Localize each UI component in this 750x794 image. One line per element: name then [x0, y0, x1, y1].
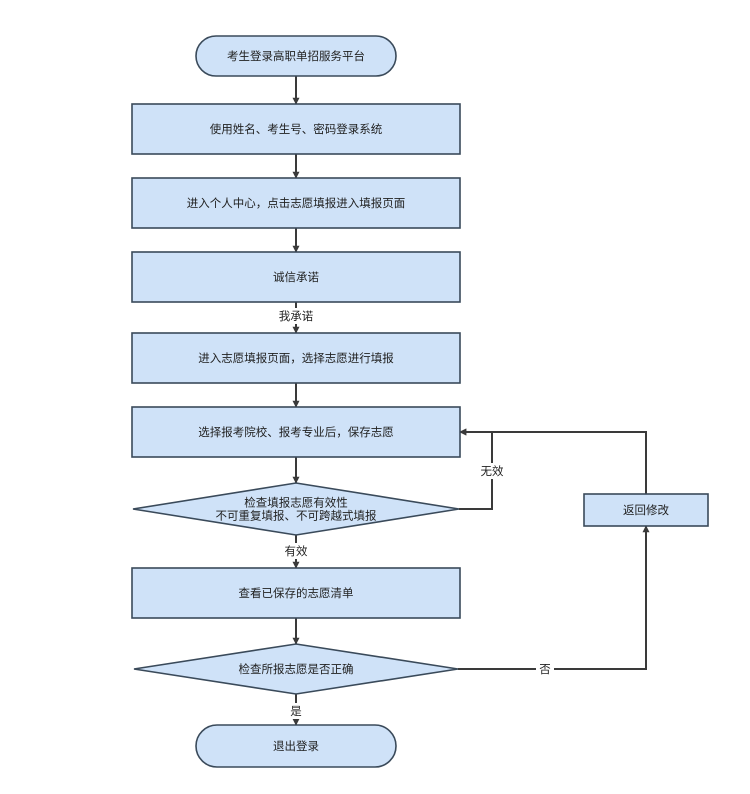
process-shape — [131, 567, 461, 619]
edge-check2-to-modify: 否 — [458, 525, 650, 677]
edge-modify-to-select — [459, 428, 647, 494]
node-label: 退出登录 — [273, 739, 319, 753]
edge-pledge-to-fill: 我承诺 — [275, 302, 317, 334]
process-shape — [583, 493, 709, 527]
node-fill: 进入志愿填报页面，选择志愿进行填报 — [131, 332, 461, 384]
terminal-shape — [195, 724, 397, 768]
nodes: 考生登录高职单招服务平台使用姓名、考生号、密码登录系统进入个人中心，点击志愿填报… — [131, 35, 709, 768]
process-shape — [131, 406, 461, 458]
edge-check1-to-select: 无效 — [459, 428, 507, 510]
decision-shape — [133, 643, 459, 695]
node-label: 检查填报志愿有效性 — [244, 496, 348, 510]
process-shape — [131, 332, 461, 384]
node-modify: 返回修改 — [583, 493, 709, 527]
edge-check2-to-logout: 是 — [287, 694, 305, 726]
edge-arrow — [459, 428, 647, 494]
node-label: 查看已保存的志愿清单 — [239, 586, 354, 600]
node-label: 使用姓名、考生号、密码登录系统 — [210, 122, 383, 136]
process-shape — [131, 103, 461, 155]
node-center: 进入个人中心，点击志愿填报进入填报页面 — [131, 177, 461, 229]
edge-arrow — [458, 525, 650, 670]
node-label: 检查所报志愿是否正确 — [239, 662, 354, 676]
edge-label-background — [536, 661, 554, 677]
node-label: 进入个人中心，点击志愿填报进入填报页面 — [187, 196, 406, 210]
edge-label-background — [287, 703, 305, 719]
node-login: 使用姓名、考生号、密码登录系统 — [131, 103, 461, 155]
node-view: 查看已保存的志愿清单 — [131, 567, 461, 619]
edge-label: 是 — [290, 704, 302, 718]
node-pledge: 诚信承诺 — [131, 251, 461, 303]
process-shape — [131, 251, 461, 303]
process-shape — [131, 177, 461, 229]
node-label: 返回修改 — [623, 503, 669, 517]
edge-check1-to-view: 有效 — [281, 535, 311, 569]
edge-label-background — [275, 308, 317, 324]
terminal-shape — [195, 35, 397, 77]
node-logout: 退出登录 — [195, 724, 397, 768]
edge-label-background — [281, 543, 311, 559]
node-label: 进入志愿填报页面，选择志愿进行填报 — [198, 351, 394, 365]
node-label: 诚信承诺 — [273, 270, 319, 284]
node-label: 考生登录高职单招服务平台 — [227, 49, 365, 63]
node-start: 考生登录高职单招服务平台 — [195, 35, 397, 77]
edge-label: 否 — [539, 662, 551, 676]
node-check2: 检查所报志愿是否正确 — [133, 643, 459, 695]
node-label: 选择报考院校、报考专业后，保存志愿 — [198, 425, 394, 439]
decision-shape — [132, 482, 460, 536]
node-select: 选择报考院校、报考专业后，保存志愿 — [131, 406, 461, 458]
edge-label-background — [477, 463, 507, 479]
node-label: 不可重复填报、不可跨越式填报 — [216, 509, 377, 523]
edge-label: 有效 — [285, 544, 308, 558]
edge-label: 无效 — [481, 464, 504, 478]
edge-label: 我承诺 — [279, 309, 314, 323]
